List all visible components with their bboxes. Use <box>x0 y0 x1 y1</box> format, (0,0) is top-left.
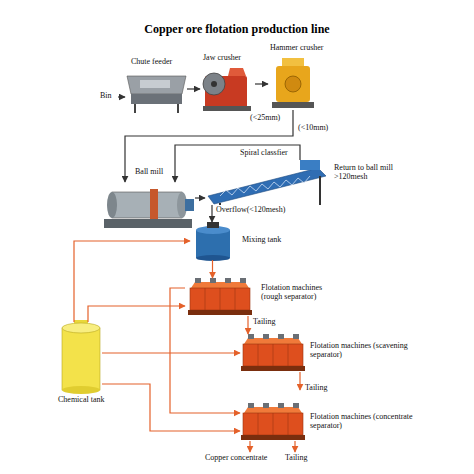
equipment-node: Jaw crusher(<25mm) <box>200 66 255 112</box>
flow-arrow <box>212 260 213 278</box>
equipment-label: Hammer crusher <box>270 44 342 53</box>
equipment-label: Mixing tank <box>242 236 302 245</box>
ball-mill-art <box>150 189 158 221</box>
flow-arrow <box>125 110 293 182</box>
equipment-label: Chute feeder <box>131 58 201 67</box>
equipment-node: Hammer crusher(<10mm) <box>268 58 318 110</box>
flow-label: Tailing <box>253 318 293 327</box>
chemical-tank-art <box>62 328 100 390</box>
flow-arrow <box>118 96 125 97</box>
flow-arrow <box>255 83 268 84</box>
hammer-crusher-art <box>272 58 314 108</box>
equipment-node: Chemical tank <box>60 322 102 394</box>
size-note: (<10mm) <box>298 124 338 133</box>
equipment-label: Spiral classfier <box>240 149 310 158</box>
equipment-label: Flotation machines (concentrate separato… <box>310 413 420 431</box>
equipment-node: Chute feeder <box>125 72 187 114</box>
ball-mill-art <box>104 189 194 228</box>
tailing-outlet <box>294 441 295 452</box>
spiral-classifier-art <box>300 160 320 170</box>
flow-arrow <box>211 205 212 222</box>
chute-feeder-art <box>134 104 136 113</box>
ball-mill-art <box>112 192 182 218</box>
mixing-tank-art <box>196 230 230 258</box>
mixing-tank-art <box>207 222 219 228</box>
ball-mill-art <box>185 199 194 211</box>
flow-arrow <box>195 197 205 198</box>
chute-feeder-art <box>131 94 182 104</box>
chute-feeder-art <box>127 76 186 113</box>
equipment-label: Flotation machines (scavening separator) <box>310 342 410 360</box>
spiral-classifier-art <box>220 176 310 196</box>
output-label: Tailing <box>305 384 345 393</box>
equipment-label: Flotation machines (rough separator) <box>261 284 343 302</box>
spiral-classifier-art <box>319 176 321 205</box>
source-label: Bin <box>98 91 118 103</box>
equipment-label: Bin <box>100 92 118 101</box>
equipment-label: Chemical tank <box>58 396 128 405</box>
concentrate-outlet <box>249 441 250 452</box>
equipment-label: Jaw crusher <box>203 54 263 63</box>
chemical-tank-art <box>62 320 100 394</box>
size-note: (<25mm) <box>250 114 290 123</box>
chemical-tank-art <box>62 323 100 333</box>
tailing-outlet <box>299 372 300 390</box>
jaw-crusher-art <box>211 81 217 87</box>
spiral-classifier-art <box>208 160 326 205</box>
hammer-crusher-art <box>285 76 301 92</box>
jaw-crusher-art <box>203 73 225 95</box>
flow-arrow <box>102 384 240 431</box>
rough-flotation-art <box>188 278 252 315</box>
equipment-node: Mixing tank <box>190 222 235 260</box>
spiral-classifier-art <box>219 203 221 205</box>
equipment-label: Ball mill <box>135 168 175 177</box>
chute-feeder-art <box>177 104 179 113</box>
ball-mill-art <box>107 192 117 218</box>
flow-arrow <box>187 88 200 89</box>
output-label: Copper concentrate <box>205 454 285 463</box>
spiral-classifier-art <box>208 168 326 204</box>
scavenging-flotation-art <box>241 334 305 371</box>
chute-feeder-art <box>140 80 170 88</box>
equipment-node: Flotation machines (concentrate separato… <box>240 403 306 441</box>
chemical-tank-art <box>62 386 100 394</box>
equipment-node: Spiral classfier <box>205 160 330 205</box>
jaw-crusher-art <box>203 106 251 111</box>
output-label: Tailing <box>285 454 325 463</box>
flow-label: Return to ball mill >120mesh <box>334 164 416 182</box>
mixing-tank-art <box>196 222 230 261</box>
chute-feeder-art <box>127 76 186 94</box>
flow-arrow <box>102 352 240 353</box>
flow-label: Overflow(<120mesh) <box>216 206 306 215</box>
jaw-crusher-art <box>228 68 246 76</box>
hammer-crusher-art <box>276 66 310 102</box>
flow-arrow <box>88 306 185 322</box>
concentrate-flotation-art <box>241 403 305 440</box>
equipment-node: Flotation machines (scavening separator) <box>240 334 306 372</box>
diagram-title: Copper ore flotation production line <box>117 22 357 37</box>
ball-mill-art <box>104 219 192 228</box>
jaw-crusher-art <box>203 68 251 111</box>
flow-arrow <box>247 316 248 334</box>
equipment-node: Ball mill <box>100 182 195 230</box>
flow-arrow <box>74 241 190 322</box>
flow-arrow <box>170 288 240 413</box>
hammer-crusher-art <box>272 102 314 108</box>
equipment-node: Flotation machines (rough separator) <box>185 278 255 316</box>
